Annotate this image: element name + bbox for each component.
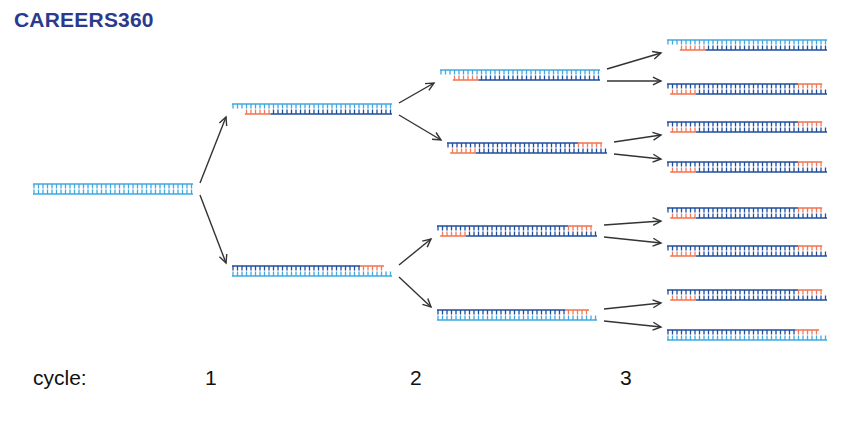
dna-duplex (440, 70, 600, 80)
arrow (200, 195, 227, 263)
arrow (200, 117, 227, 183)
dna-duplex (447, 143, 607, 153)
dna-duplex (667, 208, 827, 218)
arrow (604, 218, 661, 226)
arrow (604, 300, 661, 309)
arrow (604, 237, 661, 246)
dna-duplex (232, 266, 392, 276)
dna-duplex (232, 104, 392, 114)
axis-title: cycle: (33, 366, 87, 390)
cycle-number: 3 (620, 366, 632, 390)
cycle-number: 1 (205, 366, 217, 390)
arrow (604, 321, 661, 330)
dna-duplex (667, 330, 827, 340)
arrow (399, 115, 441, 140)
arrow (607, 52, 661, 69)
dna-duplex (437, 226, 597, 236)
brand-logo: CAREERS360 (14, 8, 154, 32)
dna-duplex (33, 184, 193, 194)
arrow (399, 83, 434, 103)
arrow (399, 277, 431, 307)
arrow (614, 154, 661, 162)
dna-duplex (667, 290, 827, 300)
dna-duplex (667, 122, 827, 132)
dna-duplex (667, 246, 827, 256)
arrow (607, 77, 661, 85)
dna-duplex (437, 310, 597, 320)
arrow (399, 239, 431, 265)
cycle-number: 2 (410, 366, 422, 390)
arrow (614, 132, 661, 142)
dna-duplex (667, 40, 827, 50)
dna-duplex (667, 162, 827, 172)
dna-duplex (667, 84, 827, 94)
